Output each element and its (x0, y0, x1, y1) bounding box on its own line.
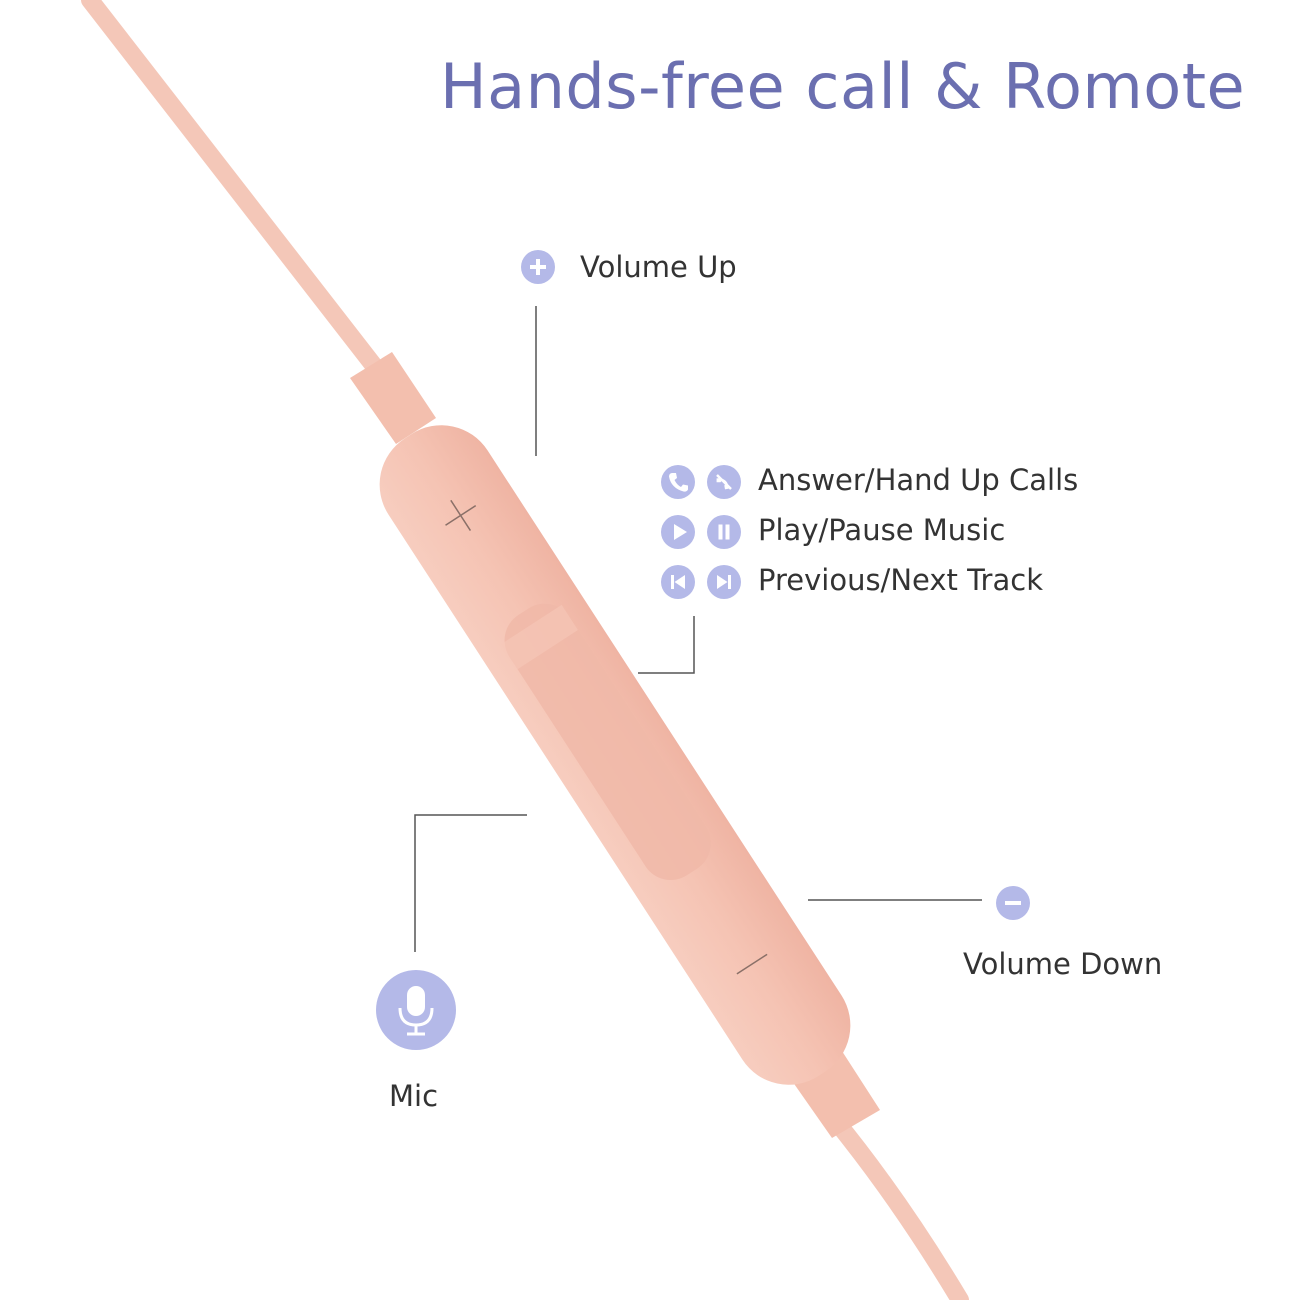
cable (81, 0, 969, 1300)
phone-icon (661, 465, 695, 499)
volume-down-label: Volume Down (963, 947, 1163, 981)
strain-relief-top (350, 352, 436, 444)
mic-leader-line (414, 814, 527, 952)
previous-next-label: Previous/Next Track (758, 563, 1043, 597)
page-title: Hands-free call & Romote (440, 50, 1246, 123)
hang-up-icon (707, 465, 741, 499)
multifunction-leader-line (638, 616, 695, 674)
mic-label: Mic (389, 1079, 439, 1113)
pause-icon (707, 515, 741, 549)
play-icon (661, 515, 695, 549)
volume-up-label: Volume Up (580, 250, 737, 284)
play-pause-label: Play/Pause Music (758, 513, 1006, 547)
plus-icon (521, 250, 555, 284)
answer-hang-up-label: Answer/Hand Up Calls (758, 463, 1079, 497)
next-track-icon (707, 565, 741, 599)
remote-body (379, 425, 851, 1085)
minus-icon (996, 886, 1030, 920)
microphone-icon (376, 970, 456, 1050)
previous-track-icon (661, 565, 695, 599)
